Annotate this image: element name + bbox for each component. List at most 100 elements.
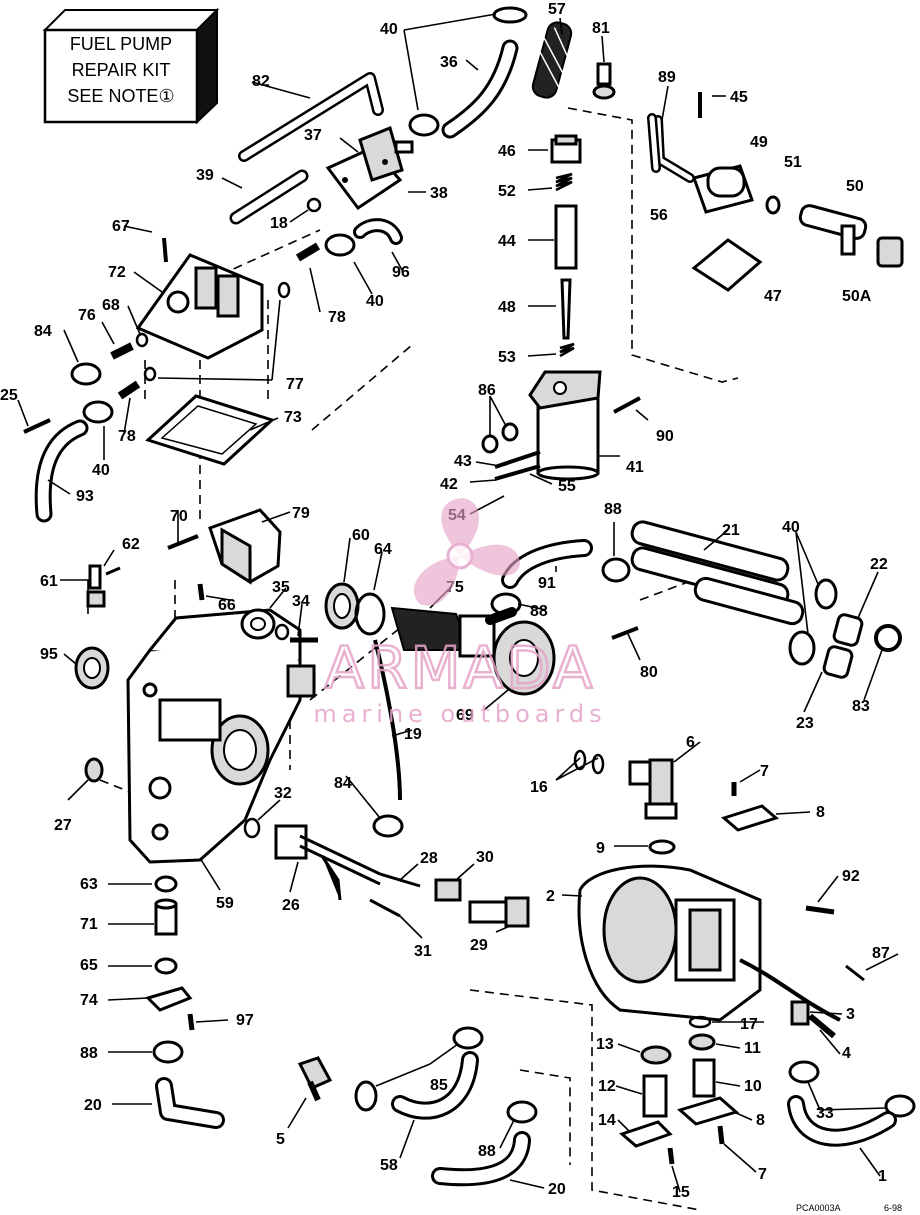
callout-40-top: 40 bbox=[380, 21, 398, 38]
part-13-seal bbox=[640, 1045, 672, 1065]
part-62-screw bbox=[105, 566, 121, 576]
callout-88-top: 88 bbox=[604, 501, 622, 518]
part-32-oring bbox=[243, 817, 261, 839]
part-6-elbow bbox=[628, 758, 678, 820]
callout-50: 50 bbox=[846, 178, 864, 195]
part-78-fitting-b bbox=[117, 380, 141, 400]
callout-97: 97 bbox=[236, 1012, 254, 1029]
part-79-bracket bbox=[208, 508, 282, 585]
callout-21: 21 bbox=[722, 522, 740, 539]
part-74-plate bbox=[145, 986, 193, 1012]
part-14-gasket bbox=[619, 1120, 673, 1148]
callout-63: 63 bbox=[80, 876, 98, 893]
callout-7-bottom: 7 bbox=[758, 1166, 767, 1183]
callout-2: 2 bbox=[546, 888, 555, 905]
kit-note-line-2: REPAIR KIT bbox=[72, 60, 171, 80]
part-40-clamp-a bbox=[408, 113, 440, 137]
callout-30: 30 bbox=[476, 849, 494, 866]
part-12-fitting bbox=[642, 1074, 668, 1118]
callout-20-bottom: 20 bbox=[548, 1181, 566, 1198]
callout-39: 39 bbox=[196, 167, 214, 184]
callout-93: 93 bbox=[76, 488, 94, 505]
callout-78-bottom: 78 bbox=[118, 428, 136, 445]
callout-37: 37 bbox=[304, 127, 322, 144]
part-40-clamp-b bbox=[324, 233, 356, 257]
callout-5: 5 bbox=[276, 1131, 285, 1148]
part-21-fuel-cooler bbox=[630, 520, 805, 626]
part-46-nut bbox=[550, 134, 582, 164]
callout-88-left: 88 bbox=[80, 1045, 98, 1062]
part-95-grommet bbox=[74, 646, 110, 690]
assembly-dashed-lines bbox=[99, 107, 739, 1211]
part-40-clamp-c bbox=[82, 400, 114, 424]
part-61-valve bbox=[86, 564, 106, 608]
callout-40-d: 40 bbox=[782, 519, 800, 536]
callout-29: 29 bbox=[470, 937, 488, 954]
callout-89: 89 bbox=[658, 69, 676, 86]
callout-44: 44 bbox=[498, 233, 516, 250]
part-41-vapor-separator bbox=[528, 370, 602, 481]
callout-38: 38 bbox=[430, 185, 448, 202]
callout-9: 9 bbox=[596, 840, 605, 857]
part-86-oring-b bbox=[501, 422, 519, 442]
part-42-pin bbox=[494, 464, 541, 481]
part-4-wire bbox=[808, 1013, 836, 1039]
part-83-clamp bbox=[874, 624, 902, 652]
part-3-connector bbox=[790, 1000, 810, 1026]
callout-32: 32 bbox=[274, 785, 292, 802]
callout-66: 66 bbox=[218, 597, 236, 614]
part-71-fitting bbox=[154, 898, 178, 936]
part-85-clamp-b bbox=[452, 1026, 484, 1050]
part-85-clamp-a bbox=[354, 1080, 378, 1112]
part-88-clamp-c bbox=[152, 1040, 184, 1064]
part-8-gasket-a bbox=[720, 804, 780, 832]
callout-15: 15 bbox=[672, 1184, 690, 1201]
repair-kit-note-box: FUEL PUMP REPAIR KIT SEE NOTE① bbox=[42, 7, 220, 125]
kit-note-line-1: FUEL PUMP bbox=[70, 34, 172, 54]
part-52-spring bbox=[555, 172, 573, 192]
callout-16: 16 bbox=[530, 779, 548, 796]
callout-64: 64 bbox=[374, 541, 392, 558]
part-76-fitting bbox=[110, 342, 134, 360]
part-88-clamp-b bbox=[601, 557, 631, 583]
callout-67: 67 bbox=[112, 218, 130, 235]
callout-25: 25 bbox=[0, 387, 18, 404]
part-39-hose bbox=[229, 169, 309, 225]
callout-47: 47 bbox=[764, 288, 782, 305]
part-81-fitting bbox=[592, 62, 616, 100]
callout-85: 85 bbox=[430, 1077, 448, 1094]
part-31-wire bbox=[369, 898, 401, 918]
callout-46: 46 bbox=[498, 143, 516, 160]
part-34-washer bbox=[274, 623, 290, 641]
part-66-screw bbox=[197, 583, 205, 601]
callout-86: 86 bbox=[478, 382, 496, 399]
callout-6: 6 bbox=[686, 734, 695, 751]
part-84-clamp-a bbox=[70, 362, 102, 386]
callout-87: 87 bbox=[872, 945, 890, 962]
callout-40-c: 40 bbox=[92, 462, 110, 479]
callout-61: 61 bbox=[40, 573, 58, 590]
callout-51: 51 bbox=[784, 154, 802, 171]
part-44-tube bbox=[554, 204, 578, 270]
part-97-screw bbox=[187, 1013, 195, 1031]
part-29-connector bbox=[468, 896, 530, 928]
callout-33: 33 bbox=[816, 1105, 834, 1122]
callout-20-left: 20 bbox=[84, 1097, 102, 1114]
part-27-plug bbox=[84, 757, 104, 783]
part-5-fitting bbox=[297, 1056, 333, 1102]
part-35-gasket bbox=[240, 608, 276, 640]
callout-71: 71 bbox=[80, 916, 98, 933]
callout-96: 96 bbox=[392, 264, 410, 281]
part-70-strip bbox=[167, 534, 199, 550]
part-65-oring bbox=[154, 957, 178, 975]
callout-23: 23 bbox=[796, 715, 814, 732]
callout-42: 42 bbox=[440, 476, 458, 493]
callout-8-top: 8 bbox=[816, 804, 825, 821]
callout-91: 91 bbox=[538, 575, 556, 592]
callout-90: 90 bbox=[656, 428, 674, 445]
part-50-fitting bbox=[798, 204, 868, 256]
part-33-clamp-a bbox=[788, 1060, 820, 1084]
callout-82: 82 bbox=[252, 73, 270, 90]
callout-78-top: 78 bbox=[328, 309, 346, 326]
part-23-cap bbox=[822, 645, 854, 679]
